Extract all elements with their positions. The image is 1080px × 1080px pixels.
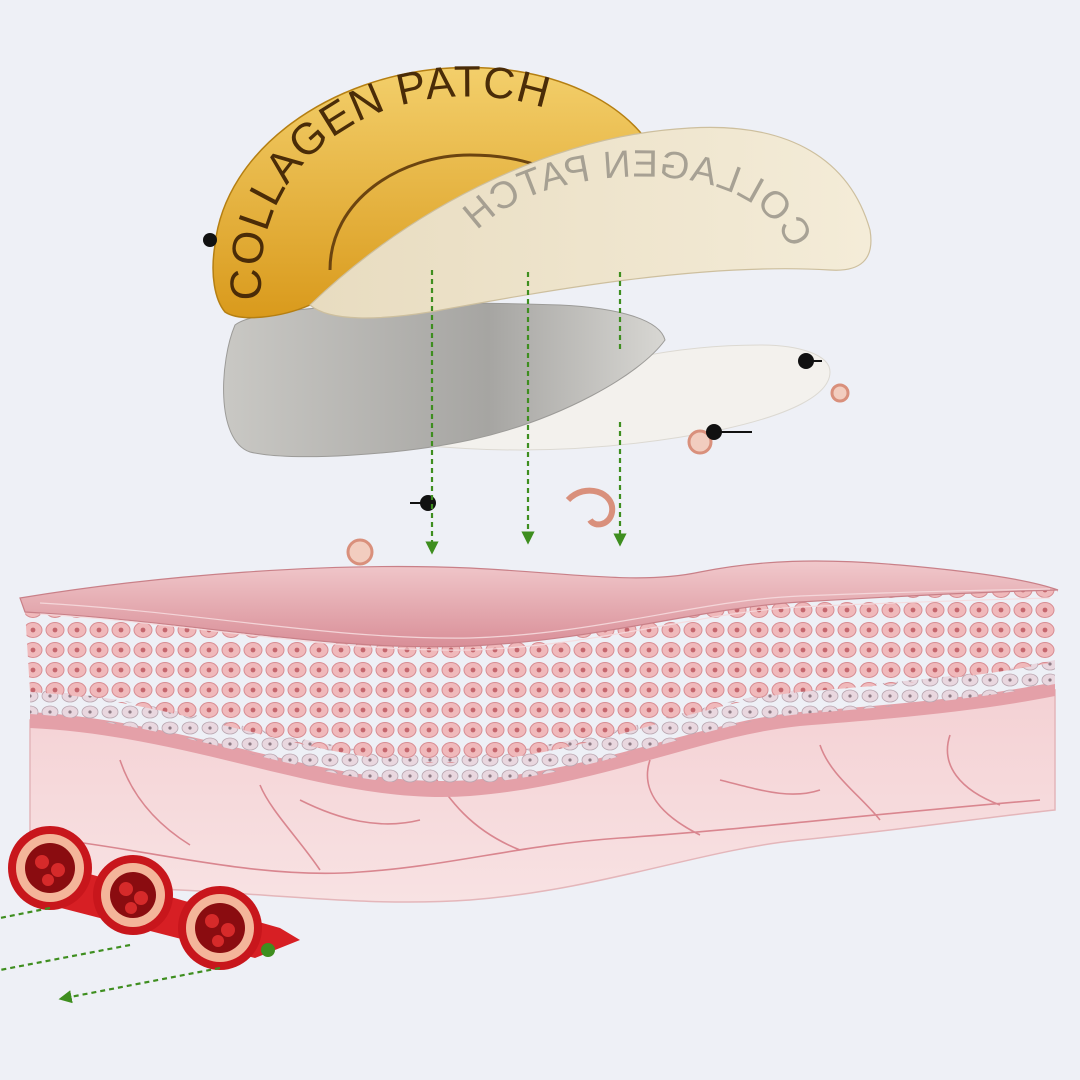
arrow-out-2 (0, 943, 131, 972)
vessel-green-dot (261, 943, 275, 957)
patch-group: COLLAGEN PATCH COLLAGEN PATCH (212, 57, 872, 458)
leader-dots (203, 233, 822, 511)
leader-dot-3 (706, 424, 722, 440)
leader-dot-4 (420, 495, 436, 511)
molecule-4 (565, 487, 616, 528)
skin-membrane (30, 682, 1055, 797)
floating-molecules (346, 383, 850, 566)
blood-vessels (8, 826, 300, 970)
skin-epidermis-cells (25, 590, 1058, 763)
leader-dot-1 (203, 233, 217, 247)
skin-surface-lines (39, 588, 1051, 651)
vessel-1 (8, 826, 92, 910)
skin-block (19, 560, 1059, 903)
vessel-3 (178, 886, 262, 970)
molecule-1 (346, 538, 374, 566)
vessel-2 (93, 855, 173, 935)
arrow-out-3 (58, 966, 221, 1004)
skin-surface (19, 560, 1059, 648)
leader-dot-2 (798, 353, 814, 369)
arrow-out-1 (0, 906, 51, 920)
molecule-3 (830, 383, 850, 403)
absorption-arrows (0, 270, 627, 1004)
molecule-2 (687, 429, 713, 455)
patch-felt-layer (309, 126, 872, 319)
